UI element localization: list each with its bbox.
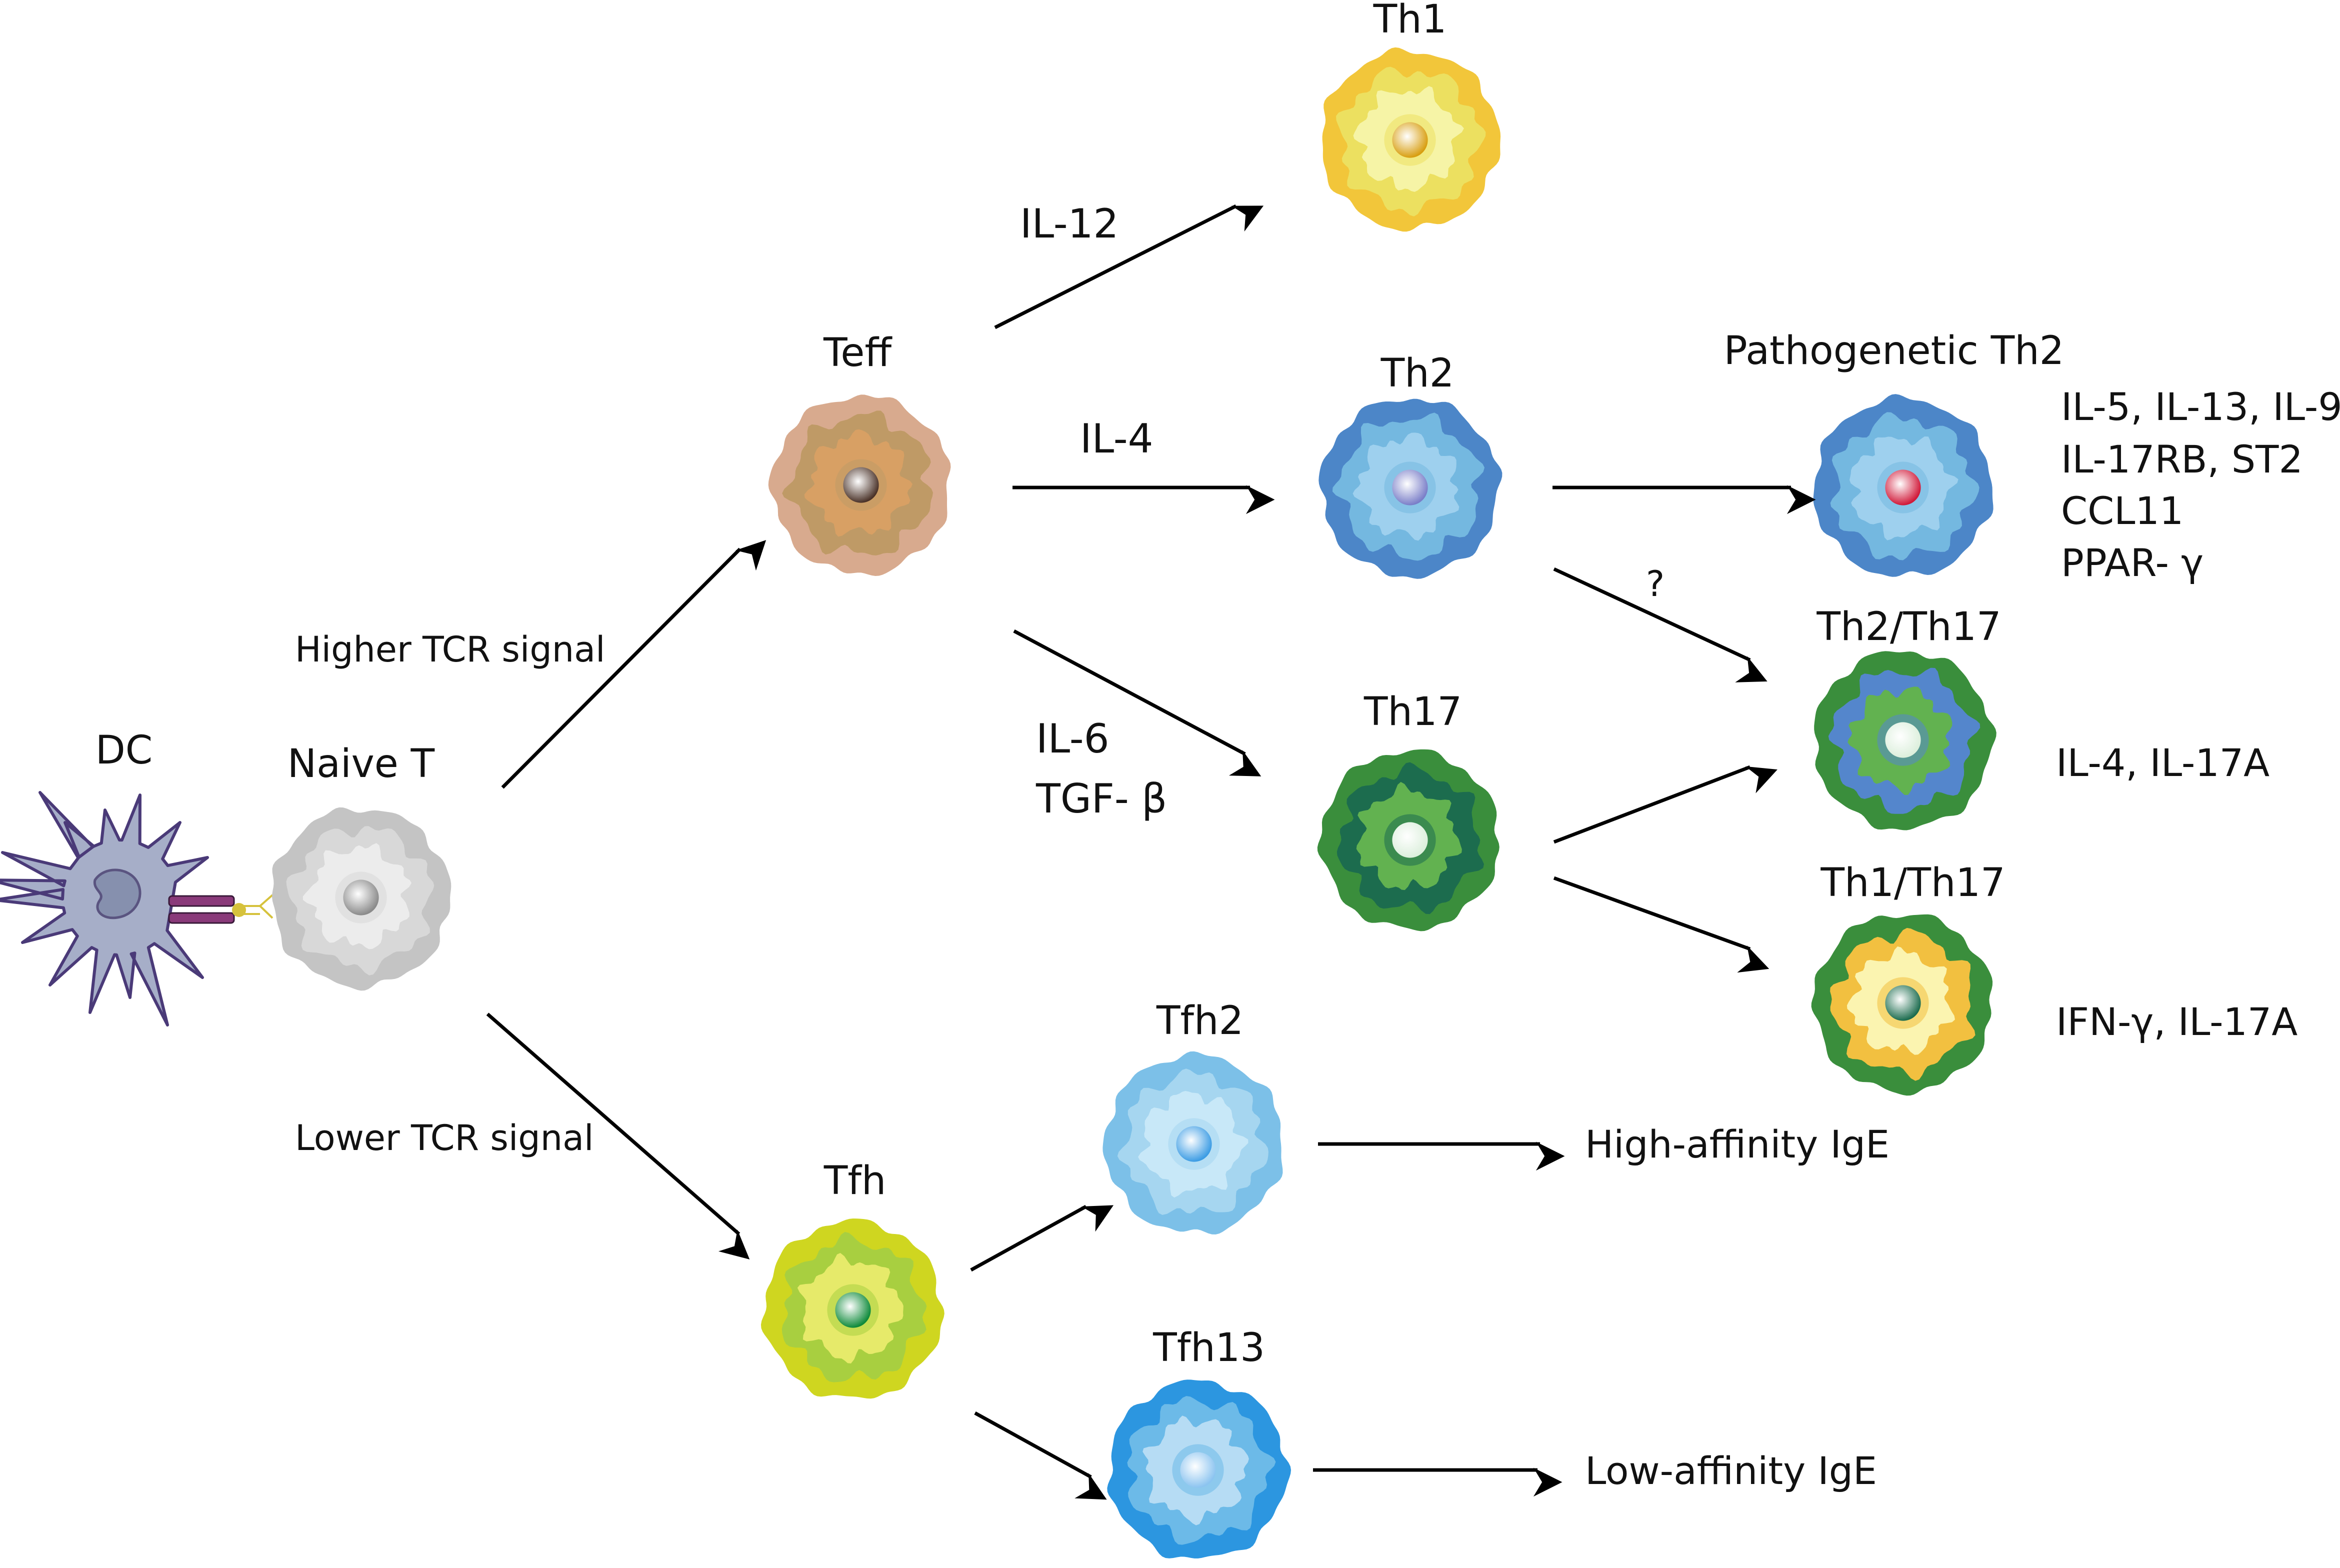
cell-nucleus [1176, 1126, 1212, 1162]
th2-th17-cell [1814, 651, 1996, 830]
arrow-naive-to-tfh [486, 1012, 750, 1260]
teff-label: Teff [823, 330, 892, 376]
cell-nucleus [1885, 470, 1921, 506]
path-th2-marker-4: PPAR- γ [2061, 540, 2204, 585]
cell-nucleus [1392, 122, 1428, 158]
higher-tcr-signal-label: Higher TCR signal [295, 629, 605, 670]
th1-th17-cell [1811, 914, 1993, 1096]
naive-t-label: Naive T [288, 742, 435, 786]
teff-cell [768, 394, 951, 576]
tfh2-cell [1102, 1051, 1283, 1234]
cell-nucleus [843, 467, 879, 503]
tfh2-label: Tfh2 [1156, 998, 1244, 1044]
path-th2-marker-2: IL-17RB, ST2 [2061, 437, 2303, 482]
th2-th17-markers: IL-4, IL-17A [2056, 740, 2270, 785]
antigen-peptide [232, 903, 246, 917]
th17-cell [1317, 749, 1500, 932]
tcr-bar-upper [168, 895, 235, 907]
dc-label: DC [96, 728, 153, 773]
cell-nucleus [1392, 470, 1428, 506]
th17-label: Th17 [1364, 690, 1462, 734]
tfh-cell [760, 1218, 944, 1399]
labels: DC Naive T Teff Tfh Th1 Th2 Th17 Pathoge… [96, 0, 2340, 1493]
tcr-bar-lower [168, 912, 235, 924]
tfh-label: Tfh [824, 1158, 886, 1204]
il4-label: IL-4 [1080, 416, 1154, 462]
th1-cell [1322, 47, 1501, 232]
tfh13-cell [1107, 1380, 1291, 1558]
tfh13-label: Tfh13 [1152, 1326, 1265, 1370]
tcr-mhc-complex [168, 894, 274, 924]
th2-label: Th2 [1380, 351, 1454, 396]
arrow-naive-to-teff [501, 540, 766, 789]
cell-nucleus [343, 880, 379, 916]
arrow-th2-to-th2-th17 [1553, 567, 1768, 682]
arrow-teff-to-th17 [1013, 629, 1262, 776]
pathogenetic-th2-cell [1813, 394, 1994, 577]
dendritic-cell [0, 791, 274, 1026]
tgfb-label: TGF- β [1036, 776, 1167, 822]
pathogenetic-th2-label: Pathogenetic Th2 [1724, 328, 2064, 374]
th2-cell [1318, 398, 1502, 579]
th1-th17-markers: IFN-γ, IL-17A [2056, 1000, 2298, 1044]
th2-th17-label: Th2/Th17 [1816, 604, 2001, 650]
arrow-th17-to-th2-th17 [1553, 765, 1778, 844]
il6-label: IL-6 [1036, 716, 1110, 762]
lower-tcr-signal-label: Lower TCR signal [295, 1118, 594, 1158]
question-mark: ? [1646, 564, 1664, 604]
dc-nucleus [93, 868, 142, 920]
arrow-tfh-to-tfh13 [974, 1411, 1107, 1500]
th1-th17-label: Th1/Th17 [1820, 860, 2005, 906]
arrow-tfh-to-tfh2 [970, 1204, 1114, 1272]
cell-nucleus [1885, 985, 1921, 1021]
th1-label: Th1 [1373, 0, 1447, 42]
arrow-teff-to-th1 [994, 204, 1264, 330]
arrows [486, 204, 1816, 1500]
path-th2-marker-1: IL-5, IL-13, IL-9 [2061, 384, 2340, 429]
path-th2-marker-3: CCL11 [2061, 488, 2184, 533]
arrow-th17-to-th1-th17 [1553, 876, 1770, 973]
cell-nucleus [1180, 1452, 1216, 1488]
cell-nucleus [1392, 822, 1428, 858]
naive-t-cell [272, 807, 452, 991]
cell-nucleus [1885, 722, 1921, 758]
high-affinity-ige-label: High-affinity IgE [1585, 1122, 1890, 1166]
low-affinity-ige-label: Low-affinity IgE [1585, 1448, 1877, 1493]
cell-nucleus [835, 1292, 871, 1328]
il12-label: IL-12 [1020, 200, 1118, 247]
